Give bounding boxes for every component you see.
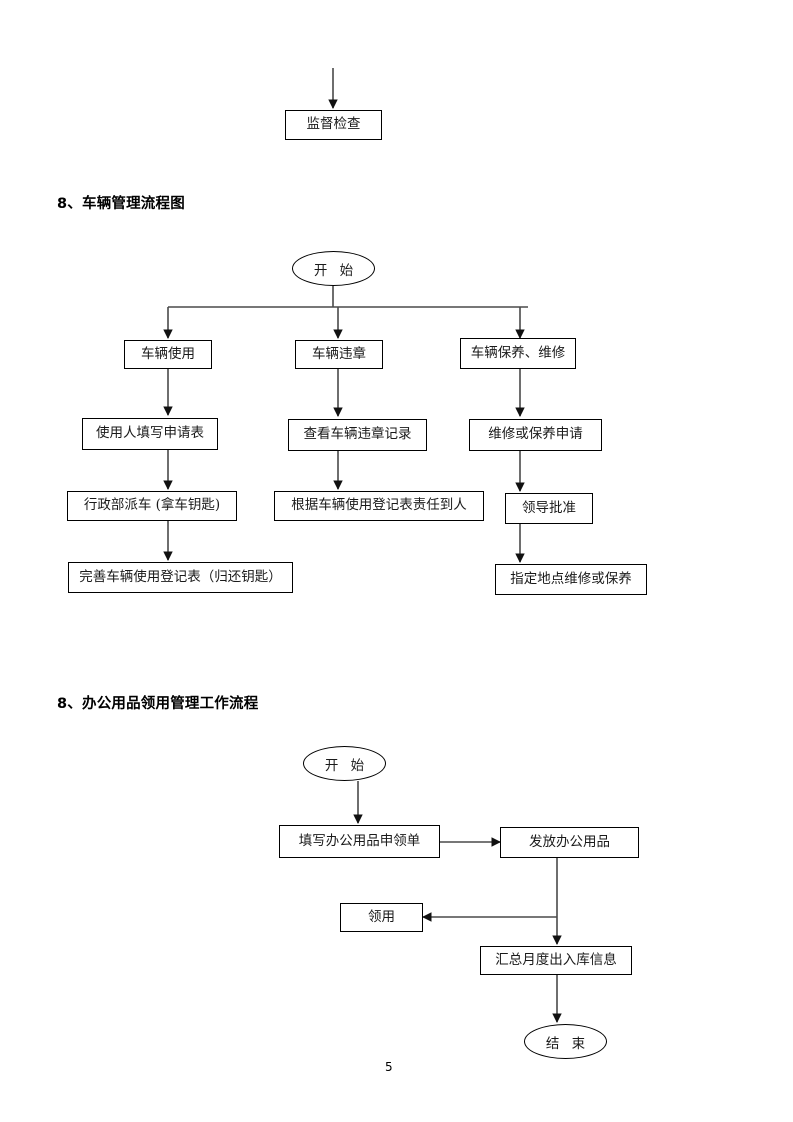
node-fill-requisition-form: 填写办公用品申领单: [279, 825, 440, 858]
section-heading-office-supplies: 8、办公用品领用管理工作流程: [57, 696, 259, 712]
terminator-start-vehicle: 开 始: [292, 251, 375, 286]
node-receive-supplies: 领用: [340, 903, 423, 932]
node-supervision-check: 监督检查: [285, 110, 382, 140]
terminator-start-office: 开 始: [303, 746, 386, 781]
node-monthly-inventory-summary: 汇总月度出入库信息: [480, 946, 632, 975]
terminator-end-office: 结 束: [524, 1024, 607, 1059]
node-vehicle-violation: 车辆违章: [295, 340, 383, 369]
section-heading-vehicle-management: 8、车辆管理流程图: [57, 196, 185, 212]
node-designated-location-service: 指定地点维修或保养: [495, 564, 647, 595]
node-maintenance-request: 维修或保养申请: [469, 419, 602, 451]
node-complete-vehicle-log: 完善车辆使用登记表（归还钥匙）: [68, 562, 293, 593]
page-number: 5: [385, 1060, 393, 1074]
node-vehicle-use: 车辆使用: [124, 340, 212, 369]
node-check-violation-record: 查看车辆违章记录: [288, 419, 427, 451]
node-applicant-fills-form: 使用人填写申请表: [82, 418, 218, 450]
node-assign-responsibility: 根据车辆使用登记表责任到人: [274, 491, 484, 521]
node-issue-supplies: 发放办公用品: [500, 827, 639, 858]
node-leader-approval: 领导批准: [505, 493, 593, 524]
node-vehicle-maintenance: 车辆保养、维修: [460, 338, 576, 369]
node-admin-dispatch-vehicle: 行政部派车 (拿车钥匙): [67, 491, 237, 521]
